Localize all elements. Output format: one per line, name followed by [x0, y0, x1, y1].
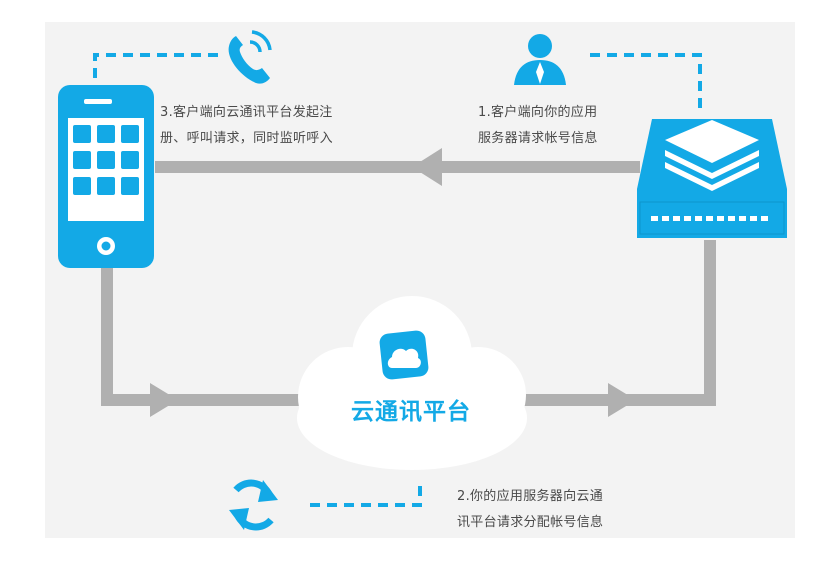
step3-line1: 3.客户端向云通讯平台发起注 [160, 105, 333, 120]
connector-cloud-to-server [520, 240, 716, 406]
step2-line1: 2.你的应用服务器向云通 [457, 489, 604, 504]
dashed-refresh-to-cloud [310, 480, 422, 507]
step3-line2: 册、呼叫请求，同时监听呼入 [160, 131, 333, 146]
connector-lines [101, 161, 716, 406]
step1-label: 1.客户端向你的应用 服务器请求帐号信息 [478, 100, 598, 152]
arrow-left-head [412, 148, 442, 186]
refresh-icon [229, 479, 278, 531]
dashed-user-to-server [590, 53, 702, 115]
server-layers-icon [665, 120, 759, 191]
user-icon [514, 34, 566, 85]
step3-label: 3.客户端向云通讯平台发起注 册、呼叫请求，同时监听呼入 [160, 100, 333, 152]
cloud-logo-icon [379, 330, 429, 380]
step2-label: 2.你的应用服务器向云通 讯平台请求分配帐号信息 [457, 484, 603, 536]
step1-line1: 1.客户端向你的应用 [478, 105, 598, 120]
arrow-right-head-right [608, 383, 636, 417]
cloud-platform-title: 云通讯平台 [351, 399, 471, 425]
mobile-phone-icon [58, 85, 154, 268]
server-icon [637, 119, 787, 238]
phone-call-icon [228, 30, 272, 84]
step2-line2: 讯平台请求分配帐号信息 [457, 515, 604, 530]
phone-app-grid [73, 125, 139, 195]
dashed-phone-to-call [93, 53, 220, 95]
arrow-right-head-left [150, 383, 178, 417]
step1-line2: 服务器请求帐号信息 [478, 131, 598, 146]
server-vent-dots [651, 216, 768, 221]
dashed-lines [93, 53, 702, 507]
connector-arrowheads [150, 148, 636, 417]
connector-phone-to-cloud [101, 268, 300, 406]
